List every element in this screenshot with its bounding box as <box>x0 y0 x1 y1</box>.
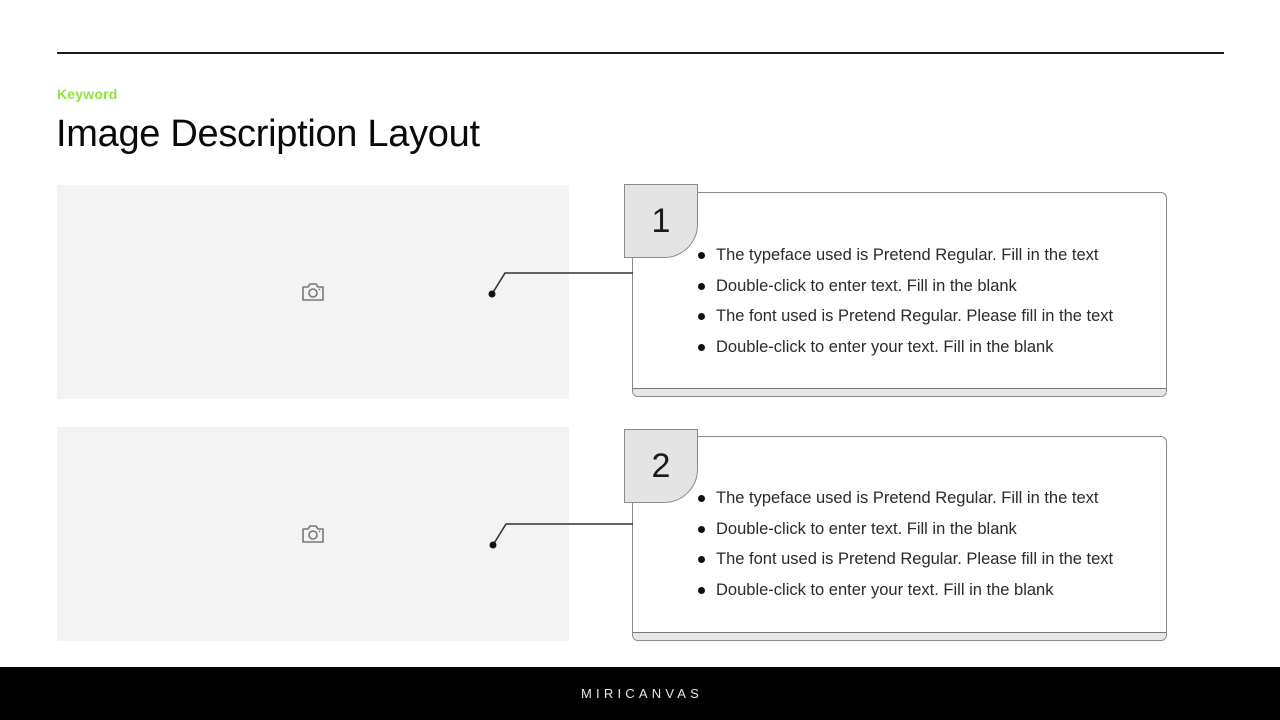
camera-icon <box>302 525 324 543</box>
top-divider <box>57 52 1224 54</box>
description-card-2 <box>632 436 1167 641</box>
page-title: Image Description Layout <box>56 113 480 155</box>
list-item[interactable]: The font used is Pretend Regular. Please… <box>697 305 1113 336</box>
brand-logo: MIRICANVAS <box>581 686 703 701</box>
keyword-label: Keyword <box>57 86 118 102</box>
list-item[interactable]: The font used is Pretend Regular. Please… <box>697 548 1113 579</box>
description-card-1 <box>632 192 1167 397</box>
footer-bar: MIRICANVAS <box>0 667 1280 720</box>
list-item[interactable]: Double-click to enter text. Fill in the … <box>697 275 1113 306</box>
camera-icon <box>302 283 324 301</box>
list-item[interactable]: The typeface used is Pretend Regular. Fi… <box>697 244 1113 275</box>
list-item[interactable]: Double-click to enter text. Fill in the … <box>697 518 1113 549</box>
image-placeholder-2[interactable] <box>57 427 569 641</box>
list-item[interactable]: Double-click to enter your text. Fill in… <box>697 579 1113 610</box>
image-placeholder-1[interactable] <box>57 185 569 399</box>
number-badge-2: 2 <box>624 429 698 503</box>
list-item[interactable]: The typeface used is Pretend Regular. Fi… <box>697 487 1113 518</box>
number-badge-1: 1 <box>624 184 698 258</box>
list-item[interactable]: Double-click to enter your text. Fill in… <box>697 336 1113 367</box>
card-footer-band <box>633 632 1166 640</box>
bullet-list-2: The typeface used is Pretend Regular. Fi… <box>697 487 1113 609</box>
bullet-list-1: The typeface used is Pretend Regular. Fi… <box>697 244 1113 366</box>
card-footer-band <box>633 388 1166 396</box>
